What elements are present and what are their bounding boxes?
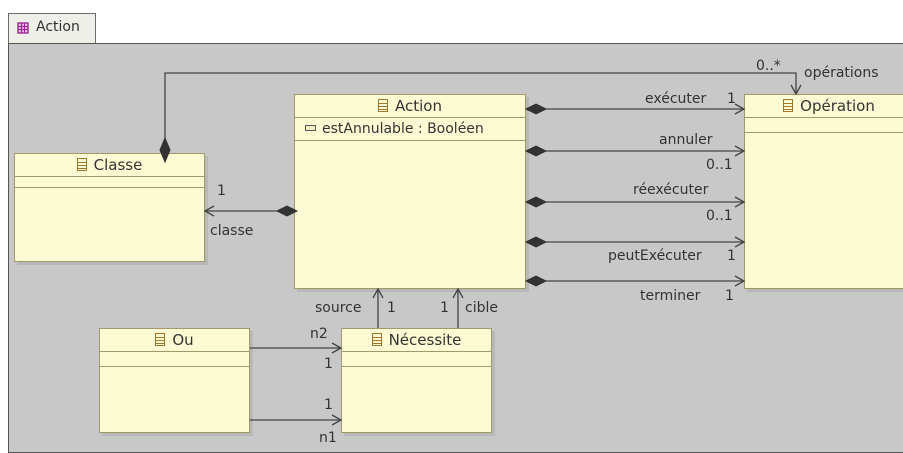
tab-label: Action: [36, 19, 80, 35]
class-icon: [783, 99, 794, 112]
class-necessite[interactable]: Nécessite: [341, 328, 492, 433]
package-icon: [17, 22, 29, 34]
class-operation[interactable]: Opération: [744, 94, 903, 289]
attribute-compartment: estAnnulable : Booléen: [295, 118, 525, 141]
attribute-compartment: [15, 177, 204, 188]
class-name: Ou: [172, 331, 194, 349]
label-annuler-multiplicity: 0..1: [706, 157, 733, 173]
attribute-compartment: [342, 352, 491, 367]
attribute-compartment: [745, 118, 903, 133]
label-cible-multiplicity: 1: [440, 300, 449, 316]
label-reexecuter-multiplicity: 0..1: [706, 208, 733, 224]
attribute-compartment: [100, 352, 249, 367]
label-peutexecuter-multiplicity: 1: [727, 248, 736, 264]
label-n1-multiplicity: 1: [324, 397, 333, 413]
label-operations-multiplicity: 0..*: [756, 58, 781, 74]
class-name: Action: [395, 97, 442, 115]
class-header: Nécessite: [342, 329, 491, 352]
label-n2-role: n2: [310, 326, 328, 342]
label-terminer-role: terminer: [640, 288, 701, 304]
label-terminer-multiplicity: 1: [725, 288, 734, 304]
class-name: Nécessite: [388, 331, 462, 349]
tab-action[interactable]: Action: [8, 13, 96, 43]
label-n2-multiplicity: 1: [324, 356, 333, 372]
label-peutexecuter-role: peutExécuter: [608, 248, 702, 264]
label-cible-role: cible: [465, 300, 498, 316]
label-n1-role: n1: [319, 430, 337, 446]
class-header: Action: [295, 95, 525, 118]
class-action[interactable]: Action estAnnulable : Booléen: [294, 94, 526, 289]
class-name: Classe: [93, 156, 143, 174]
label-source-role: source: [315, 300, 362, 316]
class-icon: [371, 333, 382, 346]
label-reexecuter-role: réexécuter: [633, 182, 709, 198]
class-icon: [155, 333, 166, 346]
label-annuler-role: annuler: [659, 132, 713, 148]
class-header: Classe: [15, 154, 204, 177]
class-ou[interactable]: Ou: [99, 328, 250, 433]
class-header: Ou: [100, 329, 249, 352]
label-classe-role: classe: [210, 223, 254, 239]
class-icon: [76, 158, 87, 171]
label-executer-role: exécuter: [645, 91, 707, 107]
class-classe[interactable]: Classe: [14, 153, 205, 262]
label-source-multiplicity: 1: [387, 300, 396, 316]
attribute-icon: [305, 125, 316, 131]
attribute-estannulable[interactable]: estAnnulable : Booléen: [295, 118, 525, 140]
class-header: Opération: [745, 95, 903, 118]
label-classe-multiplicity: 1: [217, 183, 226, 199]
label-operations-role: opérations: [804, 65, 879, 81]
class-name: Opération: [800, 97, 875, 115]
label-executer-multiplicity: 1: [727, 91, 736, 107]
class-icon: [378, 99, 388, 112]
attribute-label: estAnnulable : Booléen: [322, 121, 484, 137]
